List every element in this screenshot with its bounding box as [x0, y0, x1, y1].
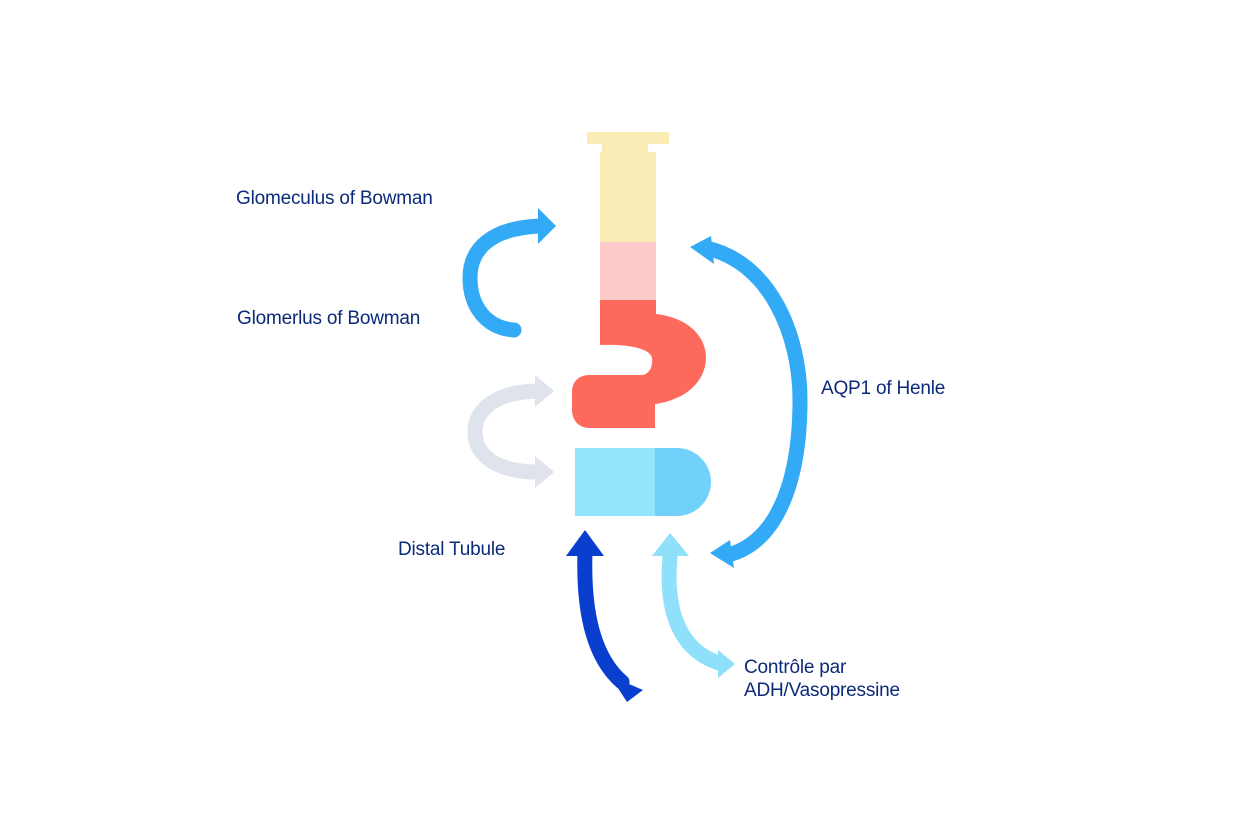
bowman-capsule-segment	[600, 152, 656, 242]
label-aqp1-of-henle: AQP1 of Henle	[821, 378, 946, 399]
label-glomeculus-of-bowman: Glomeculus of Bowman	[236, 188, 433, 209]
curved-arrow-icon	[652, 533, 735, 678]
proximal-segment	[600, 242, 656, 300]
label-distal-tubule: Distal Tubule	[398, 539, 506, 560]
label-adh-control-line1: Contrôle par	[744, 657, 847, 678]
distal-tubule-dark	[655, 448, 711, 516]
curved-arrow-icon	[462, 208, 556, 338]
bowman-capsule-neck	[602, 144, 648, 152]
label-glomerlus-of-bowman: Glomerlus of Bowman	[237, 308, 421, 329]
nephron-tube	[572, 132, 711, 516]
loop-of-henle-segment	[572, 300, 706, 428]
curved-arrow-icon	[467, 375, 554, 488]
bowman-capsule-cap	[587, 132, 669, 144]
distal-tubule-light	[575, 448, 655, 516]
label-adh-control-line2: ADH/Vasopressine	[744, 680, 900, 701]
curved-arrow-icon	[690, 236, 808, 568]
label-adh-control: Contrôle par ADH/Vasopressine	[744, 656, 900, 702]
double-headed-arrow-icon	[566, 530, 643, 702]
